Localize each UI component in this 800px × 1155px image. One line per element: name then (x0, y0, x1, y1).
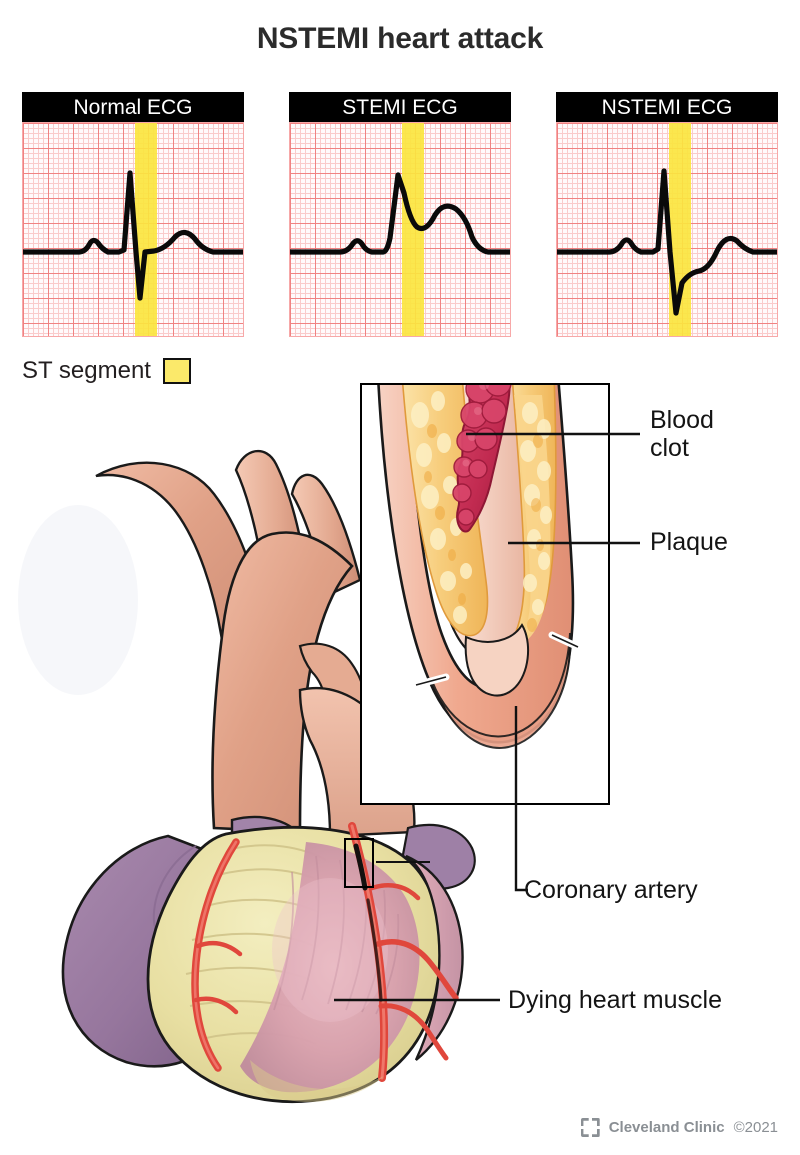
label-plaque: Plaque (650, 528, 728, 556)
label-blood-clot: Blood clot (650, 406, 714, 462)
label-coronary-artery: Coronary artery (524, 876, 698, 904)
cleveland-clinic-logo-icon (580, 1118, 600, 1137)
ecg-panel-normal: Normal ECG (22, 92, 244, 337)
ecg-gridlines-nstemi (557, 123, 777, 336)
footer-attribution: Cleveland Clinic ©2021 (580, 1118, 778, 1137)
ecg-trace-stemi (290, 172, 510, 255)
ecg-panel-stemi: STEMI ECG (289, 92, 511, 337)
ecg-caption-nstemi: NSTEMI ECG (556, 92, 778, 122)
legend-label: ST segment (22, 357, 151, 384)
artery-inset-panel (360, 383, 610, 805)
artery-cross-section (377, 385, 582, 749)
ecg-grid-normal (22, 122, 244, 337)
legend-st-segment: ST segment (22, 357, 191, 385)
ecg-gridlines-stemi (290, 123, 510, 336)
blood-clot-shape (452, 385, 512, 533)
legend-color-swatch (162, 358, 191, 384)
ecg-caption-stemi: STEMI ECG (289, 92, 511, 122)
st-segment-band-stemi (402, 123, 424, 336)
ecg-grid-nstemi (556, 122, 778, 337)
page-title: NSTEMI heart attack (256, 22, 544, 55)
copyright-text: ©2021 (733, 1119, 778, 1136)
brand-name: Cleveland Clinic (608, 1119, 725, 1136)
ecg-trace-normal (23, 170, 243, 301)
label-dying-heart-muscle: Dying heart muscle (508, 986, 722, 1014)
ecg-grid-stemi (289, 122, 511, 337)
ecg-trace-nstemi (557, 168, 777, 316)
ecg-panel-nstemi: NSTEMI ECG (556, 92, 778, 337)
ecg-caption-normal: Normal ECG (22, 92, 244, 122)
artery-callout-box (344, 838, 374, 888)
